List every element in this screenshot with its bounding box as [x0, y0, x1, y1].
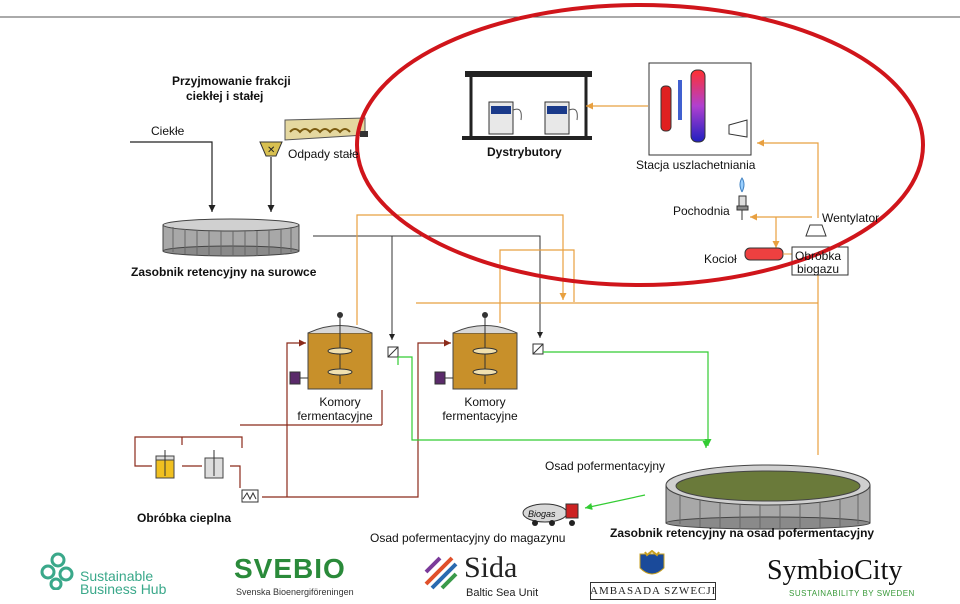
fermenter-1	[289, 312, 373, 390]
solid-waste-feeder: ✕	[259, 117, 368, 212]
flare	[736, 177, 749, 220]
boiler-label: Kocioł	[704, 252, 737, 266]
digestate-storage-tank	[665, 464, 871, 530]
chambers-1-label-line2: fermentacyjne	[297, 409, 373, 423]
svg-text:✕: ✕	[267, 145, 275, 156]
biogas-treatment-label-line2: biogazu	[797, 262, 840, 276]
intake-title-line2: ciekłej i stałej	[186, 89, 264, 103]
liquid-label: Ciekłe	[151, 124, 185, 138]
fan	[805, 224, 827, 237]
chambers-1-label-line1: Komory	[319, 395, 361, 409]
upgrading-station	[648, 62, 752, 156]
svebio-subtitle: Svenska Bioenergiföreningen	[236, 587, 354, 597]
digestate-tank-label: Zasobnik retencyjny na osad pofermentacy…	[610, 526, 875, 540]
swedish-crest-icon	[639, 550, 665, 575]
digestate-flow-lines	[397, 351, 708, 510]
heat-treatment-unit	[155, 450, 259, 503]
chambers-2-label-line2: fermentacyjne	[442, 409, 518, 423]
sida-emblem-icon	[424, 556, 458, 590]
biogas-treatment-label-line1: Obróbka	[795, 249, 842, 263]
raw-storage-tank	[162, 218, 300, 257]
biogas-collection-lines	[356, 214, 819, 455]
liquid-input-line	[130, 141, 216, 212]
sida-subtitle: Baltic Sea Unit	[466, 587, 539, 599]
highlight-ellipse	[355, 3, 925, 287]
svebio-wordmark: SVEBIO	[234, 553, 346, 584]
upgrading-station-label: Stacja uszlachetniania	[636, 158, 756, 172]
raw-tank-label: Zasobnik retencyjny na surowce	[131, 265, 317, 279]
dispensers-station	[462, 71, 592, 140]
sbh-line1: Sustainable	[80, 568, 154, 584]
heat-treatment-label: Obróbka cieplna	[137, 511, 232, 525]
digestate-label: Osad pofermentacyjny	[545, 459, 666, 473]
fan-label: Wentylator	[822, 211, 880, 225]
biogas-truck	[522, 503, 579, 526]
sida-wordmark: Sida	[464, 551, 518, 584]
heat-exchanger-2	[532, 343, 544, 355]
chambers-2-label-line1: Komory	[464, 395, 506, 409]
fermenter-2	[434, 312, 518, 390]
dispensers-label: Dystrybutory	[487, 145, 562, 159]
sida-logo: Sida Baltic Sea Unit	[422, 552, 542, 602]
flare-label: Pochodnia	[673, 204, 730, 218]
raw-to-fermenter2-line	[313, 235, 543, 338]
svebio-logo: SVEBIO Svenska Bioenergiföreningen	[234, 554, 374, 598]
symbiocity-subtitle: SUSTAINABILITY BY SWEDEN	[789, 589, 915, 598]
symbiocity-logo: SymbioCity SUSTAINABILITY BY SWEDEN	[767, 556, 937, 600]
sbh-line2: Business Hub	[80, 581, 167, 597]
intake-title-line1: Przyjmowanie frakcji	[172, 74, 291, 88]
embassy-text: AMBASADA SZWECJI	[590, 585, 717, 597]
solid-waste-label: Odpady stałe	[288, 147, 359, 161]
substrate-recirculation-lines	[134, 339, 451, 498]
gas-to-upgrading-line	[757, 139, 819, 218]
sbh-emblem-icon	[40, 552, 74, 590]
heat-exchanger-1	[387, 346, 399, 358]
digestate-storage-label: Osad pofermentacyjny do magazynu	[370, 531, 566, 545]
embassy-frame	[590, 582, 716, 600]
sustainable-business-hub-logo: Sustainable Business Hub	[38, 550, 198, 600]
boiler	[744, 247, 784, 261]
symbiocity-wordmark: SymbioCity	[767, 555, 903, 586]
swedish-embassy-logo: AMBASADA SZWECJI	[590, 550, 717, 600]
truck-label: Biogas	[528, 509, 556, 519]
